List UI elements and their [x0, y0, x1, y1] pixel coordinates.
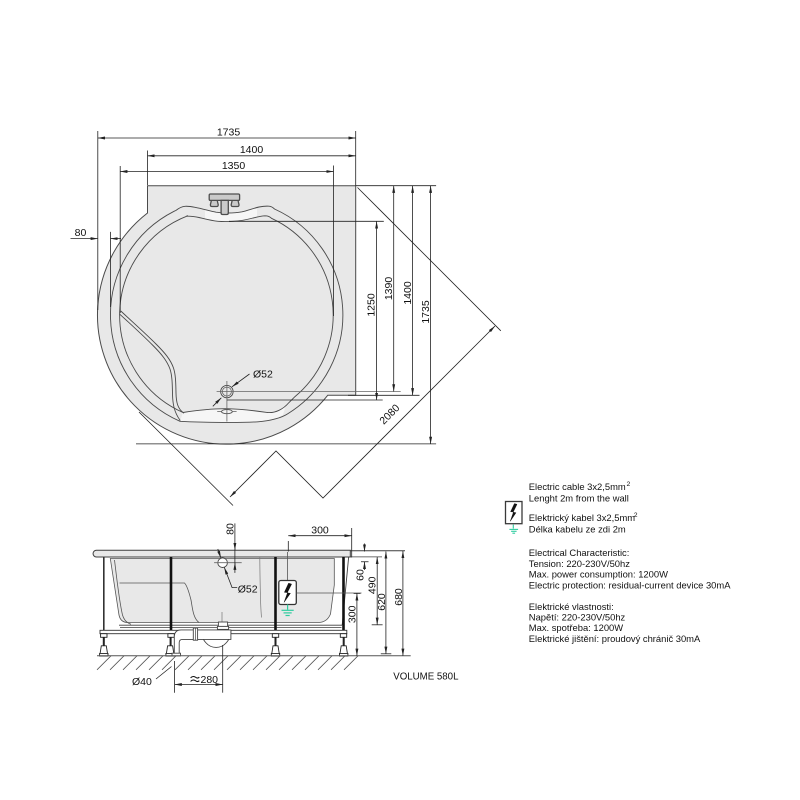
svg-text:Electric protection: residual-: Electric protection: residual-current de… — [529, 579, 731, 590]
svg-text:Max. power consumption: 1200W: Max. power consumption: 1200W — [529, 569, 668, 580]
svg-text:Délka kabelu ze zdi 2m: Délka kabelu ze zdi 2m — [529, 524, 626, 535]
svg-text:60: 60 — [354, 569, 366, 581]
svg-text:1390: 1390 — [383, 277, 395, 301]
svg-text:300: 300 — [347, 605, 359, 623]
svg-text:Electric cable 3x2,5mm: Electric cable 3x2,5mm — [529, 481, 626, 492]
svg-text:Elektrické vlastnosti:: Elektrické vlastnosti: — [529, 601, 614, 612]
svg-text:Ø52: Ø52 — [238, 583, 258, 595]
svg-text:490: 490 — [367, 576, 379, 594]
svg-text:1400: 1400 — [402, 281, 414, 305]
svg-text:1735: 1735 — [420, 300, 432, 324]
svg-text:Electrical Characteristic:: Electrical Characteristic: — [529, 547, 630, 558]
svg-text:1400: 1400 — [240, 144, 264, 156]
svg-text:80: 80 — [75, 227, 87, 239]
svg-text:Elektrické jištění: proudový c: Elektrické jištění: proudový chránič 30m… — [529, 633, 701, 644]
svg-text:Elektrický kabel 3x2,5mm: Elektrický kabel 3x2,5mm — [529, 512, 635, 523]
svg-text:2080: 2080 — [377, 402, 402, 427]
svg-text:VOLUME 580L: VOLUME 580L — [393, 672, 459, 683]
svg-text:280: 280 — [201, 674, 219, 686]
svg-text:Max. spotřeba: 1200W: Max. spotřeba: 1200W — [529, 622, 623, 633]
svg-text:Tension: 220-230V/50hz: Tension: 220-230V/50hz — [529, 558, 630, 569]
svg-text:2: 2 — [627, 481, 631, 488]
svg-text:80: 80 — [225, 523, 237, 535]
svg-text:620: 620 — [376, 593, 388, 611]
svg-text:Ø52: Ø52 — [253, 369, 273, 381]
svg-text:Lenght 2m from the wall: Lenght 2m from the wall — [529, 493, 629, 504]
svg-text:Napětí: 220-230V/50hz: Napětí: 220-230V/50hz — [529, 612, 626, 623]
svg-text:2: 2 — [634, 512, 638, 519]
svg-text:300: 300 — [311, 524, 329, 536]
svg-text:1250: 1250 — [365, 293, 377, 317]
svg-text:1735: 1735 — [217, 126, 241, 138]
svg-text:1350: 1350 — [222, 160, 246, 172]
svg-text:Ø40: Ø40 — [132, 676, 152, 688]
svg-text:680: 680 — [393, 588, 405, 606]
